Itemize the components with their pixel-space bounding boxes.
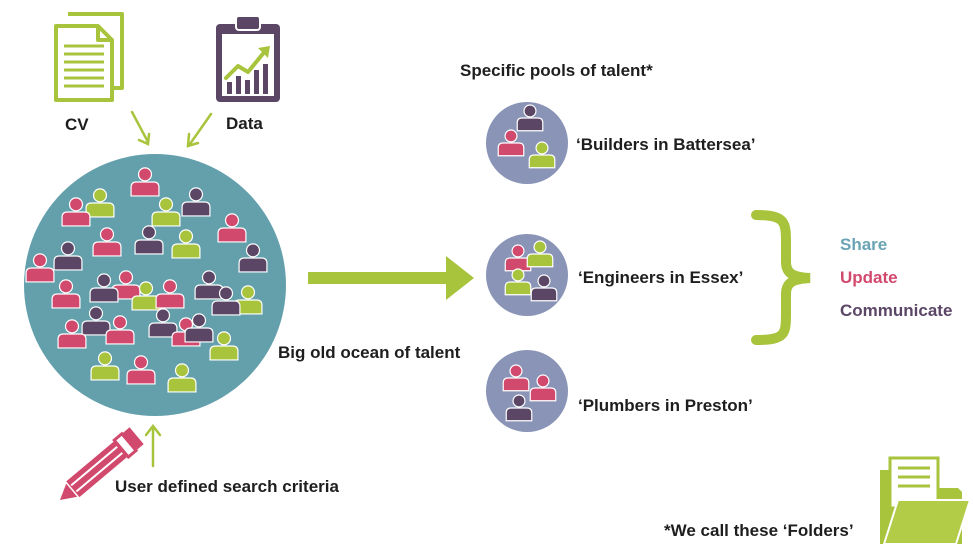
person-icon (502, 364, 530, 392)
person-icon (155, 279, 185, 309)
pool-circle-engineers (486, 234, 568, 316)
person-icon (151, 197, 181, 227)
person-icon (105, 315, 135, 345)
person-icon (134, 225, 164, 255)
person-icon (528, 141, 556, 169)
person-icon (171, 317, 201, 347)
person-icon (184, 313, 214, 343)
person-icon (497, 129, 525, 157)
person-icon (505, 394, 533, 422)
pool-label-plumbers: ‘Plumbers in Preston’ (578, 396, 753, 415)
cv-label: CV (65, 115, 89, 134)
pools-title: Specific pools of talent* (460, 61, 653, 80)
action-update: Update (840, 268, 898, 287)
person-icon (194, 270, 224, 300)
person-icon (526, 240, 554, 268)
person-icon (209, 331, 239, 361)
person-icon (130, 167, 160, 197)
person-icon (211, 286, 241, 316)
person-icon (57, 319, 87, 349)
pool-circle-plumbers (486, 350, 568, 432)
person-icon (529, 374, 557, 402)
person-icon (61, 197, 91, 227)
person-icon (171, 229, 201, 259)
data-label: Data (226, 114, 263, 133)
person-icon (148, 308, 178, 338)
person-icon (111, 270, 141, 300)
person-icon (85, 188, 115, 218)
person-icon (81, 306, 111, 336)
person-icon (53, 241, 83, 271)
person-icon (126, 355, 156, 385)
person-icon (504, 244, 532, 272)
person-icon (167, 363, 197, 393)
person-icon (217, 213, 247, 243)
person-icon (25, 253, 55, 283)
person-icon (90, 351, 120, 381)
search-criteria-label: User defined search criteria (115, 477, 339, 496)
action-share: Share (840, 235, 888, 254)
person-icon (131, 281, 161, 311)
person-icon (51, 279, 81, 309)
footnote-label: *We call these ‘Folders’ (664, 521, 854, 540)
pool-label-engineers: ‘Engineers in Essex’ (578, 268, 744, 287)
person-icon (89, 273, 119, 303)
person-icon (181, 187, 211, 217)
person-icon (238, 243, 268, 273)
ocean-label: Big old ocean of talent (278, 343, 461, 362)
person-icon (233, 285, 263, 315)
action-communicate: Communicate (840, 301, 953, 320)
pool-circle-builders (486, 102, 568, 184)
pool-label-builders: ‘Builders in Battersea’ (576, 135, 756, 154)
person-icon (504, 268, 532, 296)
person-icon (530, 274, 558, 302)
person-icon (516, 104, 544, 132)
person-icon (92, 227, 122, 257)
